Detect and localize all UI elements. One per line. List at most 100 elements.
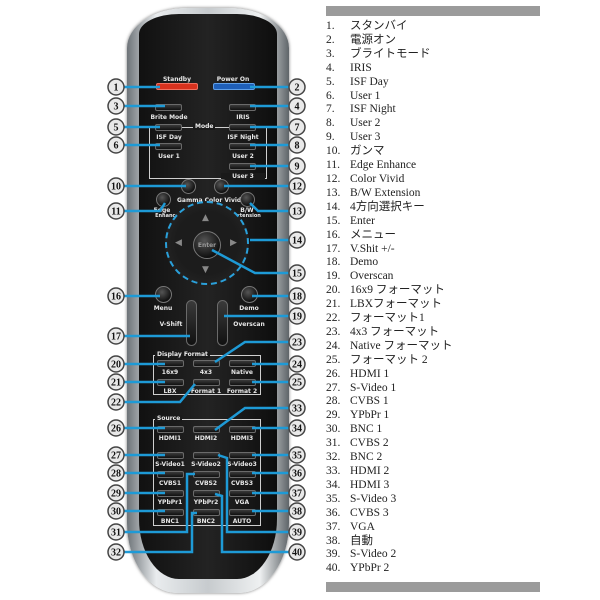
legend-number: 23. (326, 325, 341, 338)
callout-30: 30 (107, 502, 125, 520)
cvbs3-button[interactable] (229, 471, 256, 478)
legend-label: ガンマ (350, 145, 385, 158)
legend-item: 30.BNC 1 (326, 423, 453, 437)
enter-button[interactable] (193, 231, 221, 259)
v-shift-rocker[interactable] (186, 300, 197, 346)
legend-item: 2.電源オン (326, 34, 453, 48)
legend-label: フォーマット 2 (350, 353, 428, 366)
callout-number: 35 (292, 451, 302, 462)
legend-label: 4方向選択キー (350, 200, 425, 213)
legend-item: 38.自動 (326, 535, 453, 549)
ypbpr1-label: YPbPr1 (157, 499, 183, 506)
callout-number: 33 (292, 404, 302, 415)
callout-number: 25 (292, 378, 302, 389)
gamma-color-vivid-label: Gamma Color Vivid (177, 197, 241, 204)
callout-25: 25 (288, 373, 306, 391)
callout-12: 12 (288, 177, 306, 195)
legend-number: 6. (326, 89, 335, 102)
legend-label: Native フォーマット (350, 339, 453, 352)
callout-6: 6 (107, 136, 125, 154)
legend-number: 21. (326, 298, 341, 311)
callout-number: 19 (292, 312, 302, 323)
legend-label: Enter (350, 214, 375, 227)
hdmi3-button[interactable] (229, 426, 256, 433)
legend-label: User 3 (350, 131, 381, 144)
callout-17: 17 (107, 327, 125, 345)
format2-label: Format 2 (226, 388, 258, 395)
native-label: Native (231, 369, 253, 376)
hdmi2-button[interactable] (193, 426, 220, 433)
legend-number: 22. (326, 312, 341, 325)
4x3-button[interactable] (193, 360, 220, 367)
legend-label: 16x9 フォーマット (350, 284, 445, 297)
overscan-rocker[interactable] (217, 300, 228, 346)
legend-label: BNC 1 (350, 423, 383, 436)
callout-3: 3 (107, 97, 125, 115)
callout-21: 21 (107, 373, 125, 391)
arrow-down-icon[interactable]: ▼ (202, 265, 209, 275)
legend-number: 35. (326, 492, 341, 505)
hdmi1-button[interactable] (157, 426, 184, 433)
legend-number: 5. (326, 75, 335, 88)
callout-line-23 (214, 340, 297, 364)
legend-item: 26.HDMI 1 (326, 368, 453, 382)
top-rule (326, 6, 540, 16)
callout-20: 20 (107, 355, 125, 373)
hdmi3-label: HDMI3 (230, 435, 254, 442)
legend-label: VGA (350, 520, 375, 533)
legend-number: 37. (326, 520, 341, 533)
mode-label: Mode (193, 123, 216, 130)
callout-number: 1 (114, 83, 119, 94)
legend-label: ISF Night (350, 103, 396, 116)
standby-label: Standby (162, 76, 191, 83)
legend-number: 28. (326, 395, 341, 408)
legend-item: 32.BNC 2 (326, 451, 453, 465)
legend-number: 4. (326, 61, 335, 74)
callout-32: 32 (107, 543, 125, 561)
legend-item: 1.スタンバイ (326, 20, 453, 34)
iris-label: IRIS (236, 114, 250, 121)
arrow-right-icon[interactable]: ▶ (230, 238, 237, 248)
ypbpr2-button[interactable] (193, 490, 220, 497)
callout-5: 5 (107, 118, 125, 136)
cvbs1-button[interactable] (157, 471, 184, 478)
four-way-selector[interactable] (165, 201, 249, 285)
legend-number: 12. (326, 172, 341, 185)
bw-label: B/W (240, 207, 254, 214)
user2-button[interactable] (229, 143, 256, 150)
legend-number: 19. (326, 270, 341, 283)
auto-button[interactable] (229, 509, 256, 516)
callout-number: 6 (114, 141, 119, 152)
user1-button[interactable] (155, 143, 182, 150)
format1-button[interactable] (193, 379, 220, 386)
callout-number: 28 (111, 469, 121, 480)
arrow-left-icon[interactable]: ◀ (175, 238, 182, 248)
extension-label: Extension (233, 213, 261, 219)
legend-number: 29. (326, 409, 341, 422)
callout-19: 19 (288, 307, 306, 325)
legend-item: 25.フォーマット 2 (326, 354, 453, 368)
auto-label: AUTO (232, 518, 252, 525)
callout-number: 22 (111, 398, 121, 409)
arrow-up-icon[interactable]: ▲ (202, 213, 209, 223)
legend-label: S-Video 3 (350, 492, 397, 505)
enter-label: Enter (197, 242, 217, 249)
callout-37: 37 (288, 484, 306, 502)
callout-number: 11 (111, 207, 120, 218)
brite-mode-button[interactable] (155, 104, 182, 111)
callout-number: 18 (292, 292, 302, 303)
callout-38: 38 (288, 502, 306, 520)
iris-button[interactable] (229, 104, 256, 111)
legend-number: 24. (326, 339, 341, 352)
callout-number: 32 (111, 548, 121, 559)
callout-number: 37 (292, 489, 302, 500)
demo-button[interactable] (241, 286, 258, 303)
bnc1-button[interactable] (157, 509, 184, 516)
menu-button[interactable] (155, 286, 172, 303)
callout-line-11 (116, 202, 167, 213)
callout-23: 23 (288, 333, 306, 351)
callout-34: 34 (288, 419, 306, 437)
power-on-label: Power On (216, 76, 250, 83)
callout-2: 2 (288, 78, 306, 96)
callout-number: 2 (295, 83, 300, 94)
